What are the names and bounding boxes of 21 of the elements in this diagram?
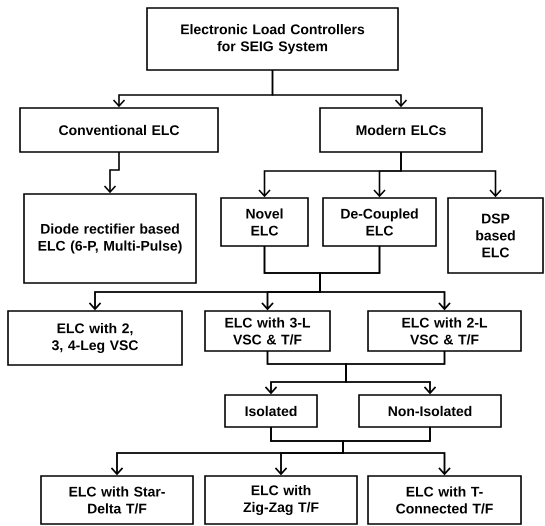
process-box: ELC with 2-L VSC & T/F	[367, 310, 522, 352]
arrow	[319, 246, 451, 310]
process-box: Electronic Load Controllers for SEIG System	[146, 7, 399, 71]
arrow	[400, 152, 502, 198]
process-box: Novel ELC	[220, 197, 309, 247]
process-box: DSP based ELC	[447, 197, 544, 274]
process-box: Conventional ELC	[19, 107, 219, 153]
process-box: ELC with 2, 3, 4-Leg VSC	[7, 310, 183, 366]
process-box: Non-Isolated	[358, 394, 502, 428]
process-box: Isolated	[224, 394, 318, 428]
process-box: Diode rectifier based ELC (6-P, Multi-Pulse)	[23, 193, 197, 284]
arrow	[342, 427, 451, 476]
arrow	[345, 351, 446, 394]
process-box: Modern ELCs	[319, 107, 483, 153]
process-box: ELC with Zig-Zag T/F	[204, 475, 358, 525]
arrow	[104, 152, 120, 194]
process-box: ELC with Star-Delta T/F	[40, 475, 194, 525]
arrow	[272, 70, 408, 108]
process-box: De-Coupled ELC	[322, 197, 437, 247]
process-box: ELC with 3-L VSC & T/F	[204, 310, 331, 352]
process-box: ELC with T-Connected T/F	[367, 475, 522, 525]
